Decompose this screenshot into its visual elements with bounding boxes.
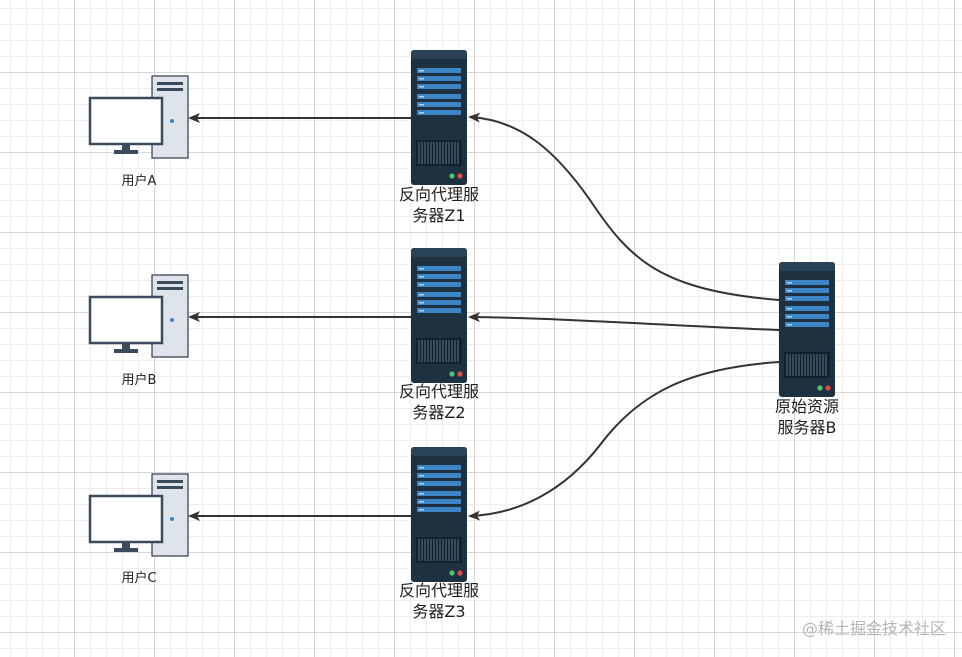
proxy-z1-label: 反向代理服 务器Z1: [379, 184, 499, 226]
proxy-z3-label-line2: 务器Z3: [412, 602, 466, 621]
desktop-computer-icon[interactable]: [88, 472, 190, 558]
proxy-z2-label: 反向代理服 务器Z2: [379, 381, 499, 423]
origin-b-label-line1: 原始资源: [774, 397, 839, 416]
origin-b-label-line2: 服务器B: [777, 418, 837, 437]
proxy-z3-label-line1: 反向代理服: [398, 581, 479, 600]
desktop-computer-icon[interactable]: [88, 74, 190, 160]
edge-origin-b-to-proxy-z1: [468, 112, 780, 301]
user-a-label: 用户A: [121, 174, 157, 189]
edge-origin-b-to-proxy-z2: [468, 312, 780, 331]
origin-b-label: 原始资源 服务器B: [747, 396, 867, 438]
server-rack-icon[interactable]: [410, 247, 468, 384]
server-rack-icon[interactable]: [410, 49, 468, 186]
server-rack-icon[interactable]: [410, 446, 468, 583]
watermark: @稀土掘金技术社区: [801, 619, 946, 638]
desktop-computer-icon[interactable]: [88, 273, 190, 359]
server-rack-icon[interactable]: [778, 261, 836, 398]
user-c-label: 用户C: [121, 571, 157, 586]
proxy-z2-label-line2: 务器Z2: [412, 403, 466, 422]
user-b-label: 用户B: [121, 373, 157, 388]
proxy-z1-label-line1: 反向代理服: [398, 185, 479, 204]
edge-origin-b-to-proxy-z3: [468, 361, 780, 521]
proxy-z1-label-line2: 务器Z1: [412, 206, 466, 225]
proxy-z3-label: 反向代理服 务器Z3: [379, 580, 499, 622]
proxy-z2-label-line1: 反向代理服: [398, 382, 479, 401]
